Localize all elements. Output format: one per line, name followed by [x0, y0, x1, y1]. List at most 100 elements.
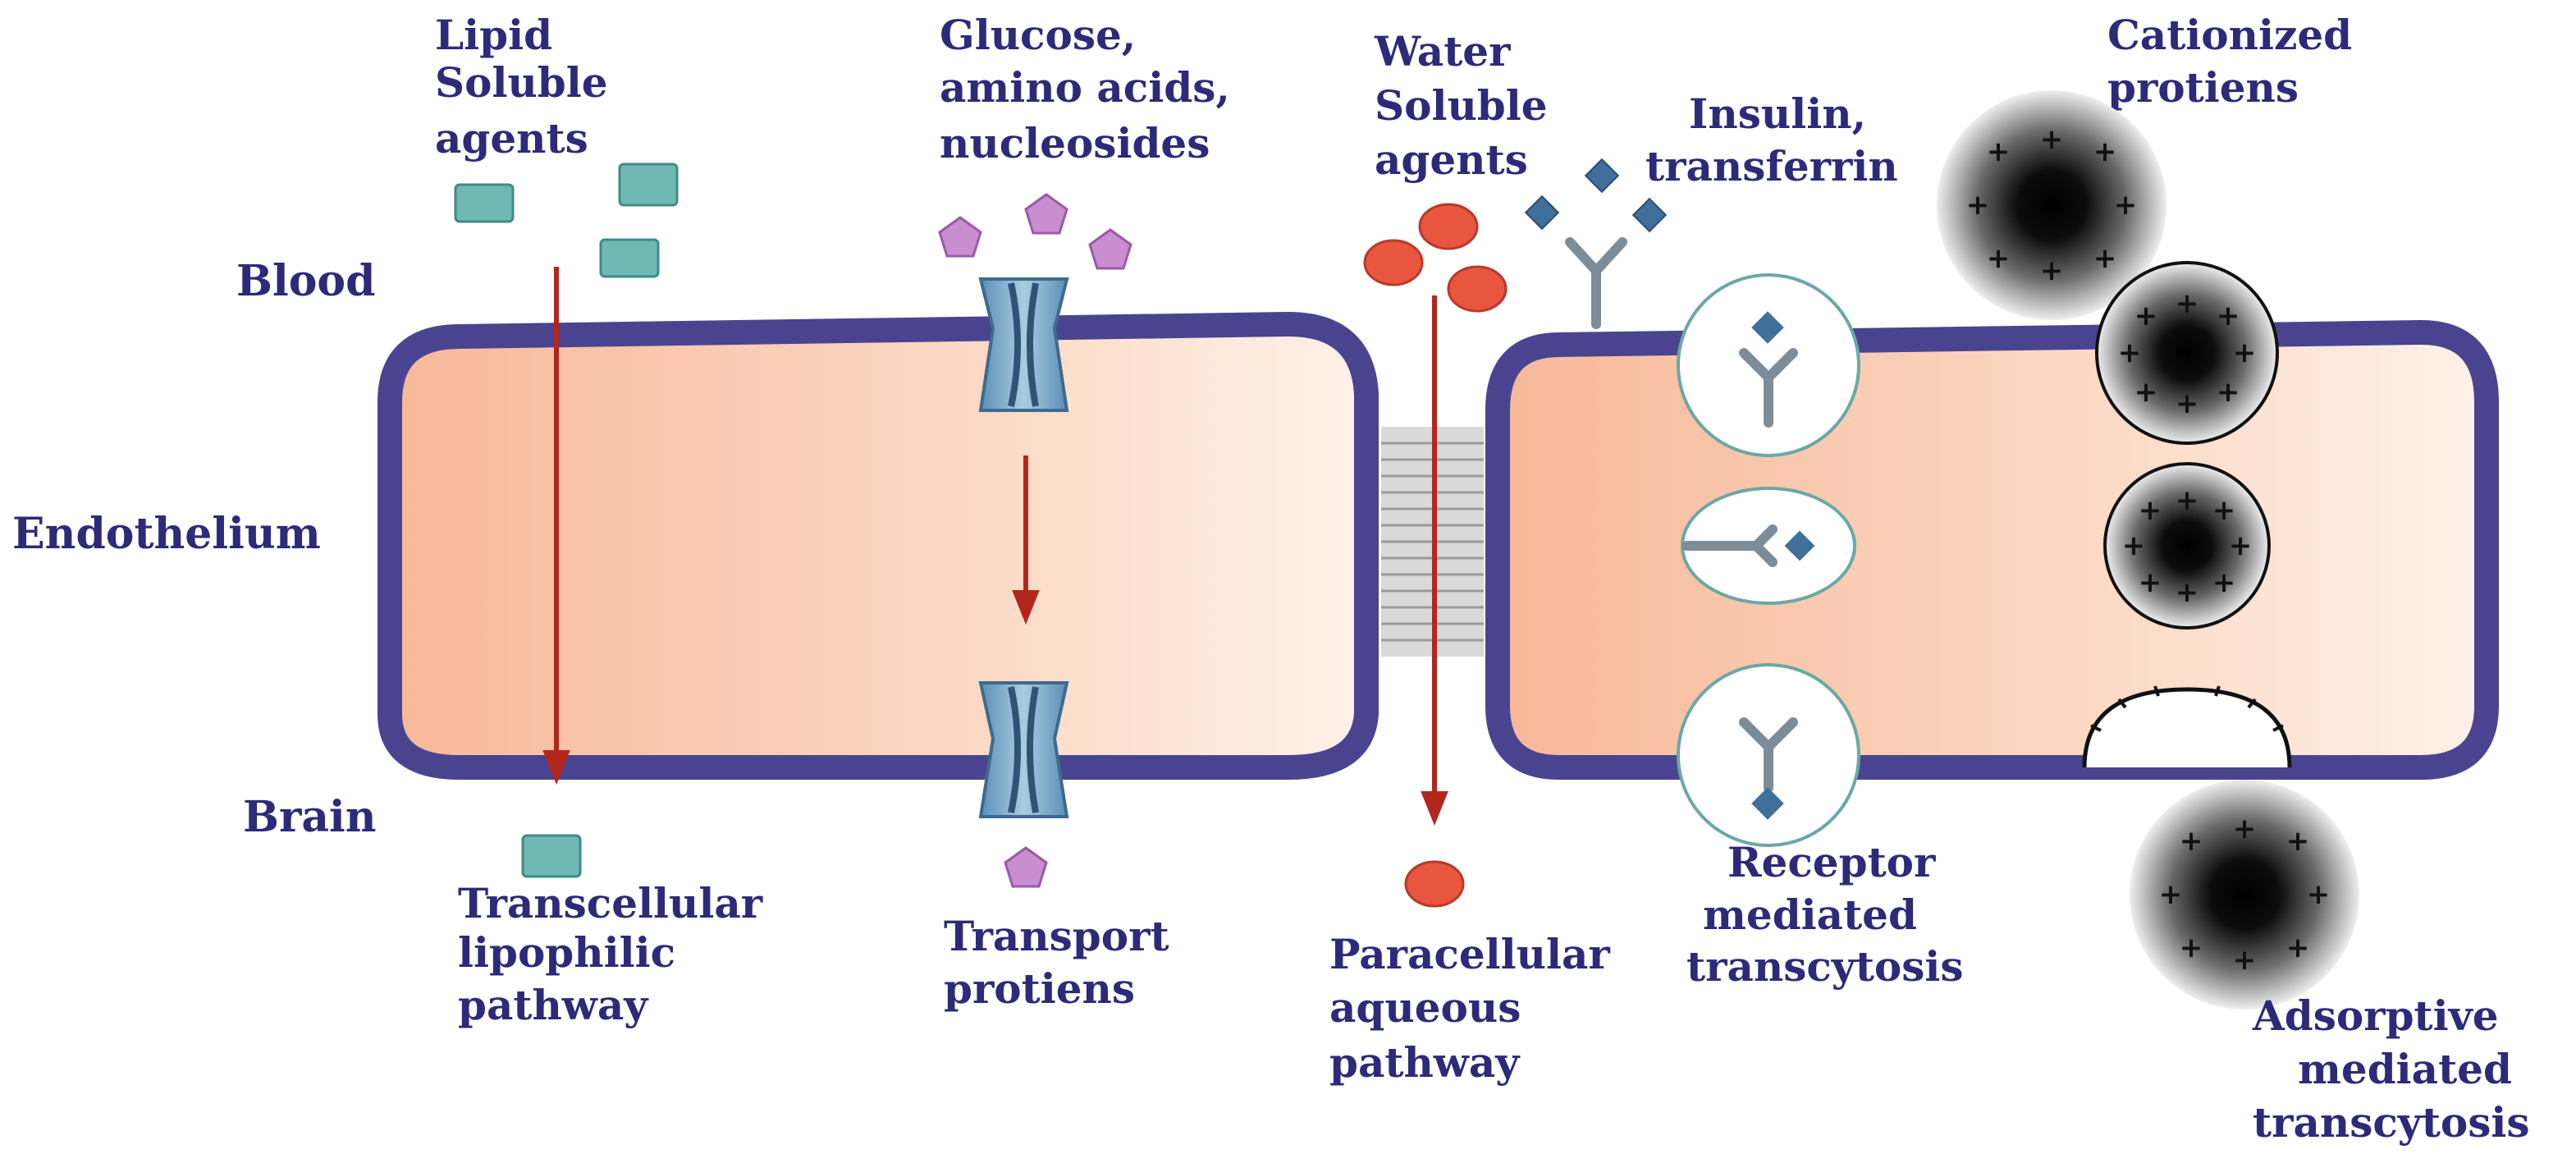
receptor-mediated-transcytosis-label: Receptor mediated transcytosis [1686, 838, 1964, 991]
svg-text:lipophilic: lipophilic [458, 928, 675, 977]
svg-text:+: + [2233, 813, 2257, 845]
receptor-vesicle-middle [1681, 487, 1856, 605]
svg-text:+: + [2114, 189, 2138, 222]
transport-protiens-label: Transport protiens [944, 912, 1169, 1013]
lipid-agent-square [454, 183, 515, 223]
svg-text:mediated: mediated [2298, 1045, 2512, 1093]
right-endothelial-cell [1485, 319, 2499, 780]
svg-text:+: + [1987, 135, 2011, 168]
cationized-protiens-label: Cationized protiens [2107, 11, 2352, 112]
transport-protein-channel-top [978, 277, 1069, 412]
svg-text:+: + [2180, 825, 2203, 858]
svg-text:+: + [2040, 254, 2064, 287]
svg-text:+: + [2217, 376, 2240, 409]
svg-text:agents: agents [1375, 135, 1528, 184]
water-soluble-agents-label: Water Soluble agents [1374, 27, 1548, 184]
water-agent-ellipse [1418, 203, 1479, 250]
glucose-amino-acids-label: Glucose, amino acids, nucleosides [940, 11, 1230, 167]
svg-text:Soluble: Soluble [1375, 81, 1548, 130]
insulin-diamond [1631, 197, 1668, 233]
svg-text:+: + [2286, 932, 2310, 964]
svg-text:+: + [2286, 825, 2310, 858]
paracellular-pathway-label: Paracellular aqueous pathway [1329, 930, 1610, 1087]
svg-text:+: + [2093, 135, 2117, 168]
svg-text:+: + [2122, 529, 2146, 562]
water-agent-ellipse [1404, 860, 1465, 908]
svg-text:+: + [2040, 123, 2064, 156]
svg-text:Soluble: Soluble [435, 58, 608, 107]
svg-text:Cationized: Cationized [2107, 11, 2352, 59]
svg-text:+: + [2233, 944, 2257, 977]
lipid-agent-square [599, 238, 660, 278]
svg-text:Receptor: Receptor [1727, 838, 1936, 886]
insulin-transferrin-label: Insulin, transferrin [1645, 89, 1898, 190]
svg-text:+: + [2217, 300, 2240, 332]
svg-text:+: + [2139, 494, 2162, 527]
cationized-protein-sphere: + + + + + + + + [1937, 90, 2166, 320]
receptor-vesicle-top [1677, 273, 1860, 457]
svg-text:Transport: Transport [944, 912, 1169, 960]
svg-text:+: + [2159, 878, 2183, 911]
left-endothelial-cell [377, 311, 1379, 780]
insulin-diamond [1584, 158, 1620, 194]
svg-text:+: + [2176, 387, 2199, 420]
svg-text:nucleosides: nucleosides [940, 119, 1210, 167]
brain-label: Brain [243, 792, 377, 842]
svg-text:+: + [2093, 242, 2117, 275]
svg-text:+: + [2134, 376, 2158, 409]
glucose-pentagon [938, 216, 982, 258]
svg-text:Transcellular: Transcellular [458, 879, 763, 927]
svg-text:+: + [2229, 529, 2253, 562]
svg-text:transcytosis: transcytosis [1686, 942, 1964, 991]
transcellular-pathway-label: Transcellular lipophilic pathway [458, 879, 763, 1029]
svg-text:+: + [2307, 878, 2331, 911]
glucose-pentagon [1088, 228, 1132, 270]
svg-text:+: + [2212, 566, 2236, 599]
svg-text:Lipid: Lipid [435, 11, 552, 59]
svg-text:Glucose,: Glucose, [940, 11, 1136, 59]
svg-text:+: + [2233, 337, 2257, 369]
svg-text:Paracellular: Paracellular [1329, 930, 1610, 978]
water-agent-ellipse [1363, 239, 1424, 286]
svg-text:amino acids,: amino acids, [940, 63, 1230, 112]
lipid-agent-square [521, 834, 582, 878]
svg-text:Insulin,: Insulin, [1689, 89, 1866, 138]
svg-text:+: + [2176, 576, 2199, 609]
insulin-diamond [1524, 195, 1560, 231]
svg-text:+: + [2212, 494, 2236, 527]
glucose-pentagon [1024, 193, 1068, 235]
svg-text:protiens: protiens [944, 964, 1135, 1013]
receptor-y-surface [1565, 237, 1627, 329]
svg-text:+: + [2180, 932, 2203, 964]
svg-text:mediated: mediated [1703, 891, 1917, 939]
svg-text:+: + [2134, 300, 2158, 332]
svg-text:transferrin: transferrin [1645, 142, 1898, 190]
water-agent-ellipse [1447, 265, 1508, 313]
svg-text:Water: Water [1374, 27, 1511, 76]
blood-label: Blood [236, 256, 375, 306]
adsorptive-pit [2082, 685, 2292, 768]
svg-text:+: + [2176, 287, 2199, 320]
glucose-pentagon [1004, 846, 1048, 888]
svg-text:transcytosis: transcytosis [2253, 1098, 2530, 1147]
svg-text:Adsorptive: Adsorptive [2252, 991, 2499, 1040]
cationized-protein-released: + + + + + + + + [2130, 780, 2359, 1010]
svg-text:aqueous: aqueous [1329, 983, 1521, 1032]
lipid-soluble-agents-label: Lipid Soluble agents [435, 11, 608, 163]
adsorptive-mediated-transcytosis-label: Adsorptive mediated transcytosis [2252, 991, 2530, 1147]
svg-text:pathway: pathway [458, 981, 649, 1029]
svg-text:+: + [1987, 242, 2011, 275]
svg-text:+: + [2118, 337, 2142, 369]
svg-text:protiens: protiens [2107, 63, 2299, 112]
endothelium-label: Endothelium [12, 509, 321, 559]
transport-protein-channel-bottom [978, 681, 1069, 818]
lipid-agent-square [618, 163, 679, 207]
svg-text:agents: agents [435, 114, 588, 163]
svg-text:+: + [2176, 484, 2199, 517]
svg-text:+: + [2139, 566, 2162, 599]
svg-text:+: + [1966, 189, 1990, 222]
cationized-protein-membrane: + + + + + + + + [2095, 261, 2279, 445]
receptor-vesicle-bottom [1677, 663, 1860, 847]
svg-text:pathway: pathway [1329, 1038, 1521, 1087]
